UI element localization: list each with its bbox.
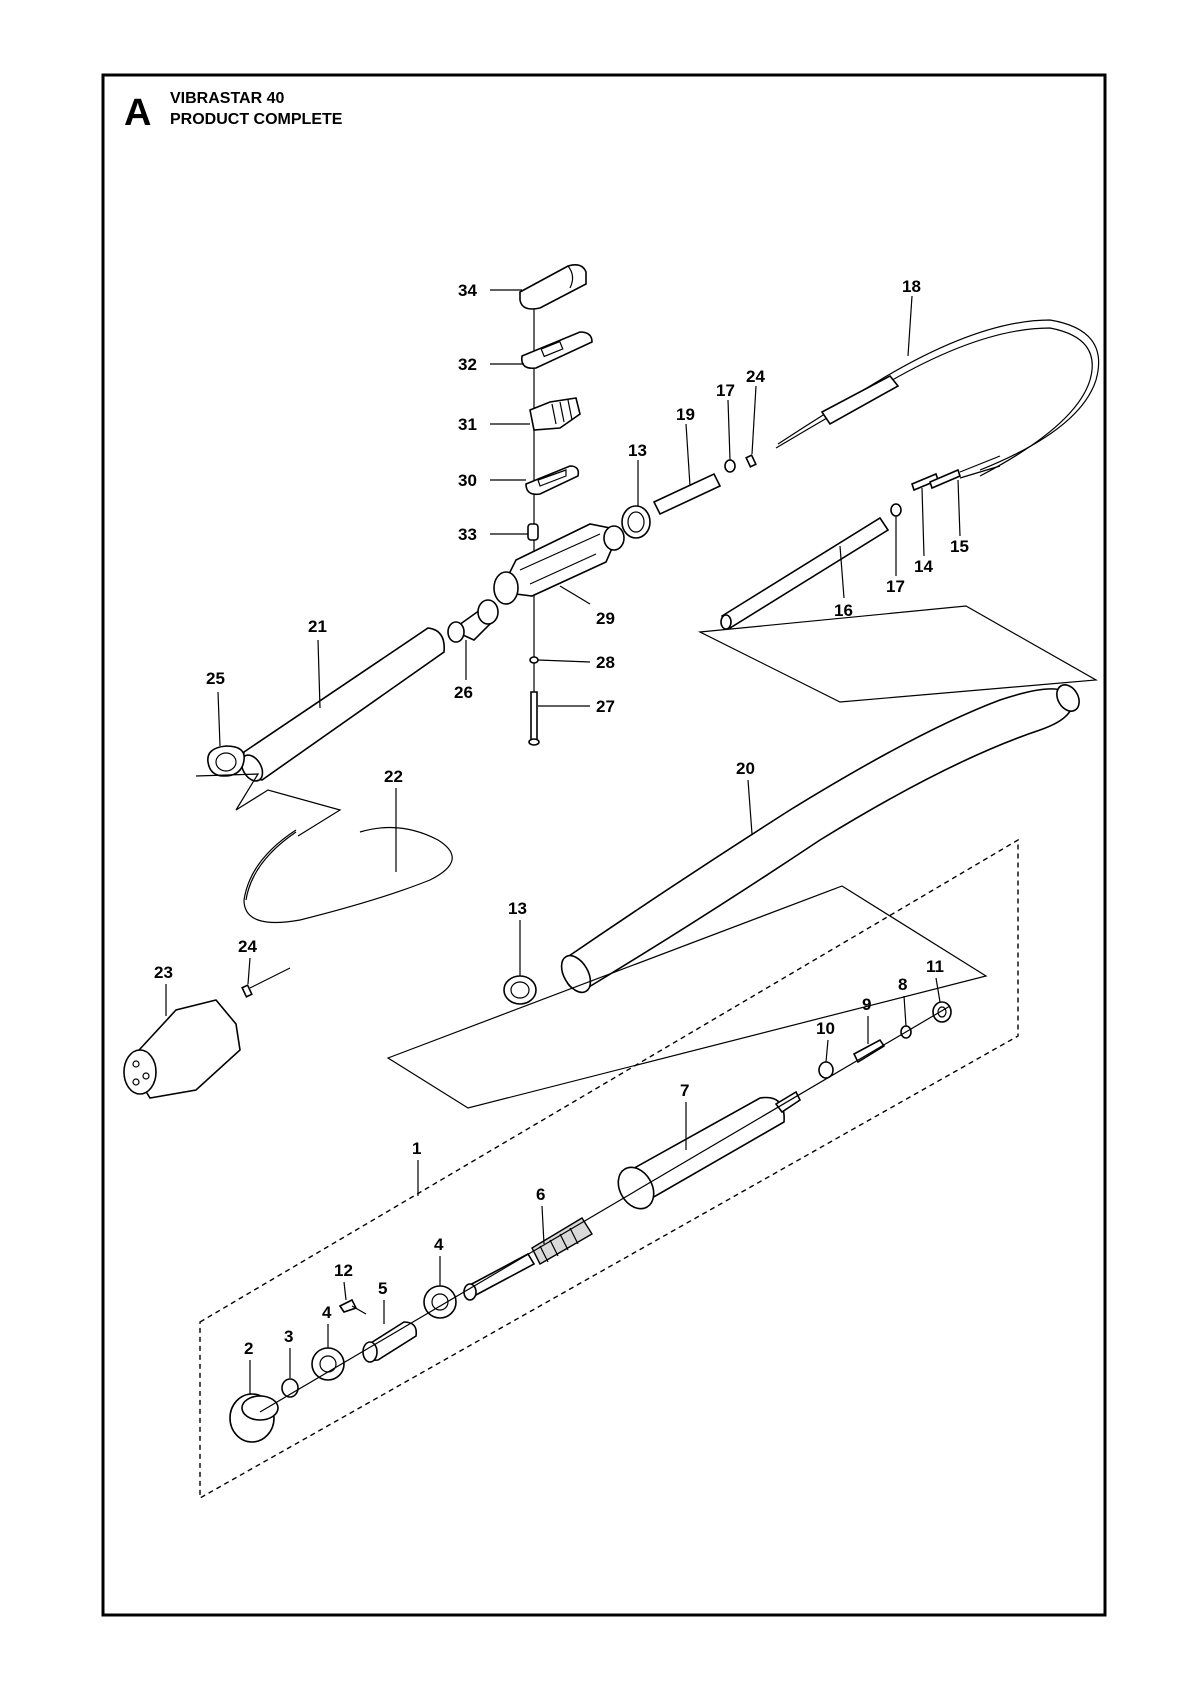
part-24-pin-lower xyxy=(241,984,253,998)
callout-29: 29 xyxy=(596,609,615,628)
part-33-pin xyxy=(527,523,539,541)
callout-15: 15 xyxy=(950,537,969,556)
rotor-axis-line xyxy=(259,1005,951,1413)
callout-34: 34 xyxy=(458,281,477,300)
callout-17-mid: 17 xyxy=(886,577,905,596)
callout-4-lower: 4 xyxy=(322,1303,332,1322)
callout-12: 12 xyxy=(334,1261,353,1280)
rotor-zone-outline xyxy=(386,885,988,1109)
section-letter: A xyxy=(124,92,151,134)
callout-23: 23 xyxy=(154,963,173,982)
tube-zone-outline xyxy=(697,605,1098,703)
part-16-tube xyxy=(720,516,890,630)
callout-10: 10 xyxy=(816,1019,835,1038)
part-32-plate xyxy=(520,331,593,370)
callout-1: 1 xyxy=(412,1139,421,1158)
callout-9: 9 xyxy=(862,995,871,1014)
callout-27: 27 xyxy=(596,697,615,716)
part-24-pin-upper xyxy=(745,454,757,468)
callout-28: 28 xyxy=(596,653,615,672)
title-line-1: VIBRASTAR 40 xyxy=(170,90,284,107)
callout-32: 32 xyxy=(458,355,477,374)
callout-18: 18 xyxy=(902,277,921,296)
callout-25: 25 xyxy=(206,669,225,688)
callout-22: 22 xyxy=(384,767,403,786)
part-31-switch xyxy=(529,397,581,431)
callout-17-upper: 17 xyxy=(716,381,735,400)
part-13-ring-lower xyxy=(503,975,537,1005)
callout-13-upper: 13 xyxy=(628,441,647,460)
callout-2: 2 xyxy=(244,1339,253,1358)
part-27-screw xyxy=(530,691,538,741)
assembly-1-outline xyxy=(199,838,1019,1500)
callout-5: 5 xyxy=(378,1279,387,1298)
part-12-screw xyxy=(338,1298,358,1313)
page-border xyxy=(101,73,1107,1617)
callout-11: 11 xyxy=(926,957,944,976)
part-22-cable xyxy=(243,826,453,924)
callout-21: 21 xyxy=(308,617,327,636)
callout-7: 7 xyxy=(680,1081,689,1100)
callout-6: 6 xyxy=(536,1185,545,1204)
part-11-nut xyxy=(932,1001,952,1023)
callout-26: 26 xyxy=(454,683,473,702)
callout-33: 33 xyxy=(458,525,477,544)
callout-19: 19 xyxy=(676,405,695,424)
callout-20: 20 xyxy=(736,759,755,778)
part-28-washer xyxy=(529,656,539,664)
part-4-bearing-lower xyxy=(311,1347,345,1381)
callout-16: 16 xyxy=(834,601,853,620)
part-15-terminal xyxy=(929,468,961,490)
part-17-ring-mid xyxy=(890,503,902,517)
part-9-tip xyxy=(852,1038,886,1064)
part-19-tube xyxy=(652,472,722,516)
callout-4-upper: 4 xyxy=(434,1235,444,1254)
callout-3: 3 xyxy=(284,1327,293,1346)
callout-30: 30 xyxy=(458,471,477,490)
title-line-2: PRODUCT COMPLETE xyxy=(170,111,343,128)
part-20-hose xyxy=(564,688,1073,991)
part-6-shaft xyxy=(466,1252,536,1298)
part-34-cover xyxy=(519,264,587,310)
part-18-cable xyxy=(777,319,1100,471)
part-21-sleeve xyxy=(242,627,445,781)
callout-14: 14 xyxy=(914,557,933,576)
part-30-frame xyxy=(525,465,580,496)
callout-24-upper: 24 xyxy=(746,367,765,386)
cable-zone-outline xyxy=(195,773,342,837)
part-17-ring-upper xyxy=(724,459,736,473)
callout-13-lower: 13 xyxy=(508,899,527,918)
callout-31: 31 xyxy=(458,415,477,434)
part-13-ring-upper xyxy=(621,505,651,539)
callout-24-lower: 24 xyxy=(238,937,257,956)
callout-8: 8 xyxy=(898,975,907,994)
